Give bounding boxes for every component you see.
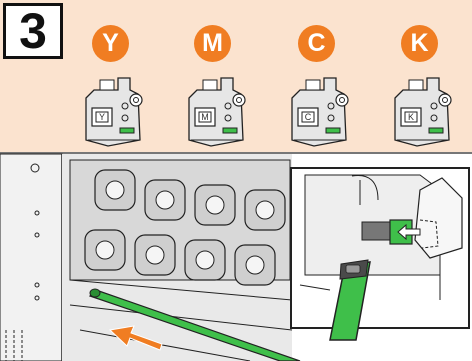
detail-inset — [291, 168, 469, 340]
toner-bay — [62, 154, 292, 361]
